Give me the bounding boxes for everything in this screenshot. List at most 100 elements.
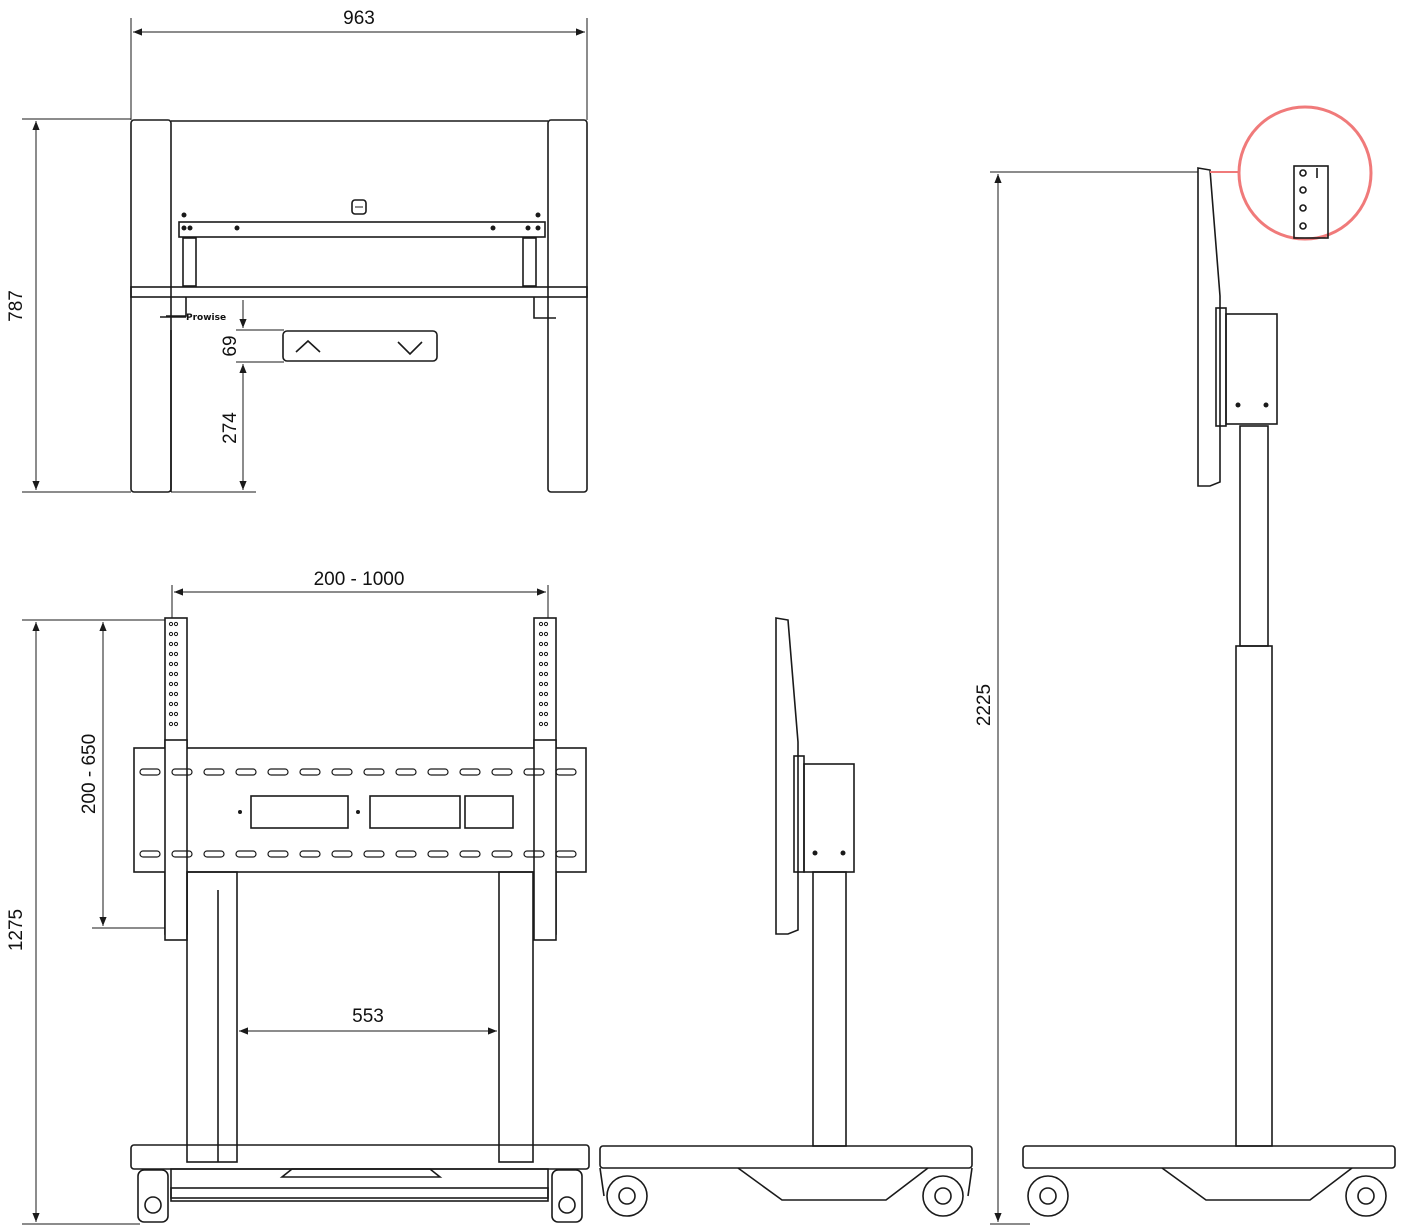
caster-left-high bbox=[1027, 1175, 1069, 1217]
plate-slot bbox=[459, 850, 481, 858]
plate-slot bbox=[139, 850, 161, 858]
rail-hole bbox=[173, 671, 179, 677]
plate-slot bbox=[171, 850, 193, 858]
rail-hole bbox=[538, 701, 544, 707]
up-arrow-icon bbox=[295, 339, 321, 353]
side-view-low bbox=[599, 617, 973, 1217]
plate-slot bbox=[491, 850, 513, 858]
height-dimension-label: 787 bbox=[6, 290, 27, 322]
rail-hole bbox=[543, 671, 549, 677]
rail-hole bbox=[543, 721, 549, 727]
rail-hole bbox=[538, 651, 544, 657]
rail-hole bbox=[173, 621, 179, 627]
plate-cable-area bbox=[369, 795, 461, 829]
control-panel bbox=[282, 330, 438, 362]
plate-slot bbox=[299, 768, 321, 776]
side-view-high: 2225 bbox=[974, 105, 1396, 1225]
rail-hole bbox=[168, 641, 174, 647]
mount-box-high bbox=[1225, 313, 1278, 425]
column-upper-high bbox=[1239, 425, 1269, 647]
rail-hole bbox=[168, 651, 174, 657]
rail-hole bbox=[168, 631, 174, 637]
rail-hole bbox=[543, 691, 549, 697]
plate-slot bbox=[363, 850, 385, 858]
screen-side-low bbox=[775, 617, 799, 935]
screen-side-high bbox=[1197, 167, 1221, 487]
rail-hole bbox=[543, 651, 549, 657]
rail-hole bbox=[168, 661, 174, 667]
detail-rail bbox=[1293, 165, 1329, 239]
rail-hole bbox=[538, 721, 544, 727]
column-lower-high bbox=[1235, 645, 1273, 1147]
rail-hole bbox=[173, 691, 179, 697]
front-base-lower bbox=[170, 1168, 549, 1202]
plate-slot bbox=[139, 768, 161, 776]
rail-hole bbox=[538, 691, 544, 697]
gap-dimension-label: 69 bbox=[220, 335, 241, 356]
base-high bbox=[1022, 1145, 1396, 1169]
rail-hole bbox=[168, 721, 174, 727]
rail-hole bbox=[173, 651, 179, 657]
left-caster bbox=[137, 1169, 169, 1223]
plate-window-left bbox=[250, 795, 349, 829]
base-low bbox=[599, 1145, 973, 1169]
plate-slot bbox=[235, 768, 257, 776]
rail-hole bbox=[538, 711, 544, 717]
rail-hole bbox=[173, 721, 179, 727]
front-height-dimension-label: 1275 bbox=[6, 909, 27, 951]
caster-right-high bbox=[1345, 1175, 1387, 1217]
right-column bbox=[498, 871, 534, 1163]
plate-slot bbox=[331, 768, 353, 776]
caster-right-low bbox=[922, 1175, 964, 1217]
plate-slot bbox=[491, 768, 513, 776]
rail-hole bbox=[168, 671, 174, 677]
left-column bbox=[186, 871, 238, 1163]
rail-hole bbox=[538, 631, 544, 637]
logo-text: Prowise bbox=[186, 313, 226, 323]
caster-left-low bbox=[606, 1175, 648, 1217]
control-height-dimension-label: 274 bbox=[220, 412, 241, 444]
rail-hole bbox=[168, 621, 174, 627]
rail-hole bbox=[173, 711, 179, 717]
width-dimension-label: 963 bbox=[343, 8, 375, 29]
plate-slot bbox=[267, 768, 289, 776]
plate-slot bbox=[427, 850, 449, 858]
plate-slot bbox=[523, 850, 545, 858]
rail-hole bbox=[543, 641, 549, 647]
rail-hole bbox=[168, 681, 174, 687]
rail-hole bbox=[538, 671, 544, 677]
rail-hole bbox=[538, 681, 544, 687]
plate-slot bbox=[171, 768, 193, 776]
plate-slot bbox=[331, 850, 353, 858]
horizontal-bar bbox=[130, 286, 588, 298]
lock-icon bbox=[351, 199, 367, 215]
mount-box-low bbox=[803, 763, 855, 873]
rail-hole bbox=[543, 661, 549, 667]
column-low bbox=[812, 871, 847, 1147]
left-post bbox=[130, 119, 172, 493]
plate-slot bbox=[523, 768, 545, 776]
rail-hole bbox=[173, 641, 179, 647]
rail-hole bbox=[173, 631, 179, 637]
rail-hole bbox=[538, 621, 544, 627]
plate-slot bbox=[555, 768, 577, 776]
plate-slot bbox=[299, 850, 321, 858]
front-base bbox=[130, 1144, 590, 1170]
rail-hole bbox=[543, 681, 549, 687]
front-view: 200 - 1000 1275 200 - 650 553 bbox=[6, 569, 590, 1225]
plate-slot bbox=[203, 768, 225, 776]
max-height-dimension-label: 2225 bbox=[974, 684, 995, 726]
plate-slot bbox=[427, 768, 449, 776]
rail-hole bbox=[543, 711, 549, 717]
vesa-height-dimension-label: 200 - 650 bbox=[79, 734, 100, 814]
plate-slot bbox=[555, 850, 577, 858]
plate-slot bbox=[395, 850, 417, 858]
mounting-plate bbox=[133, 747, 587, 873]
rail-hole bbox=[173, 661, 179, 667]
plate-slot bbox=[395, 768, 417, 776]
rail-hole bbox=[173, 681, 179, 687]
bracket-plate bbox=[178, 221, 546, 238]
rail-hole bbox=[173, 701, 179, 707]
plate-slot bbox=[459, 768, 481, 776]
